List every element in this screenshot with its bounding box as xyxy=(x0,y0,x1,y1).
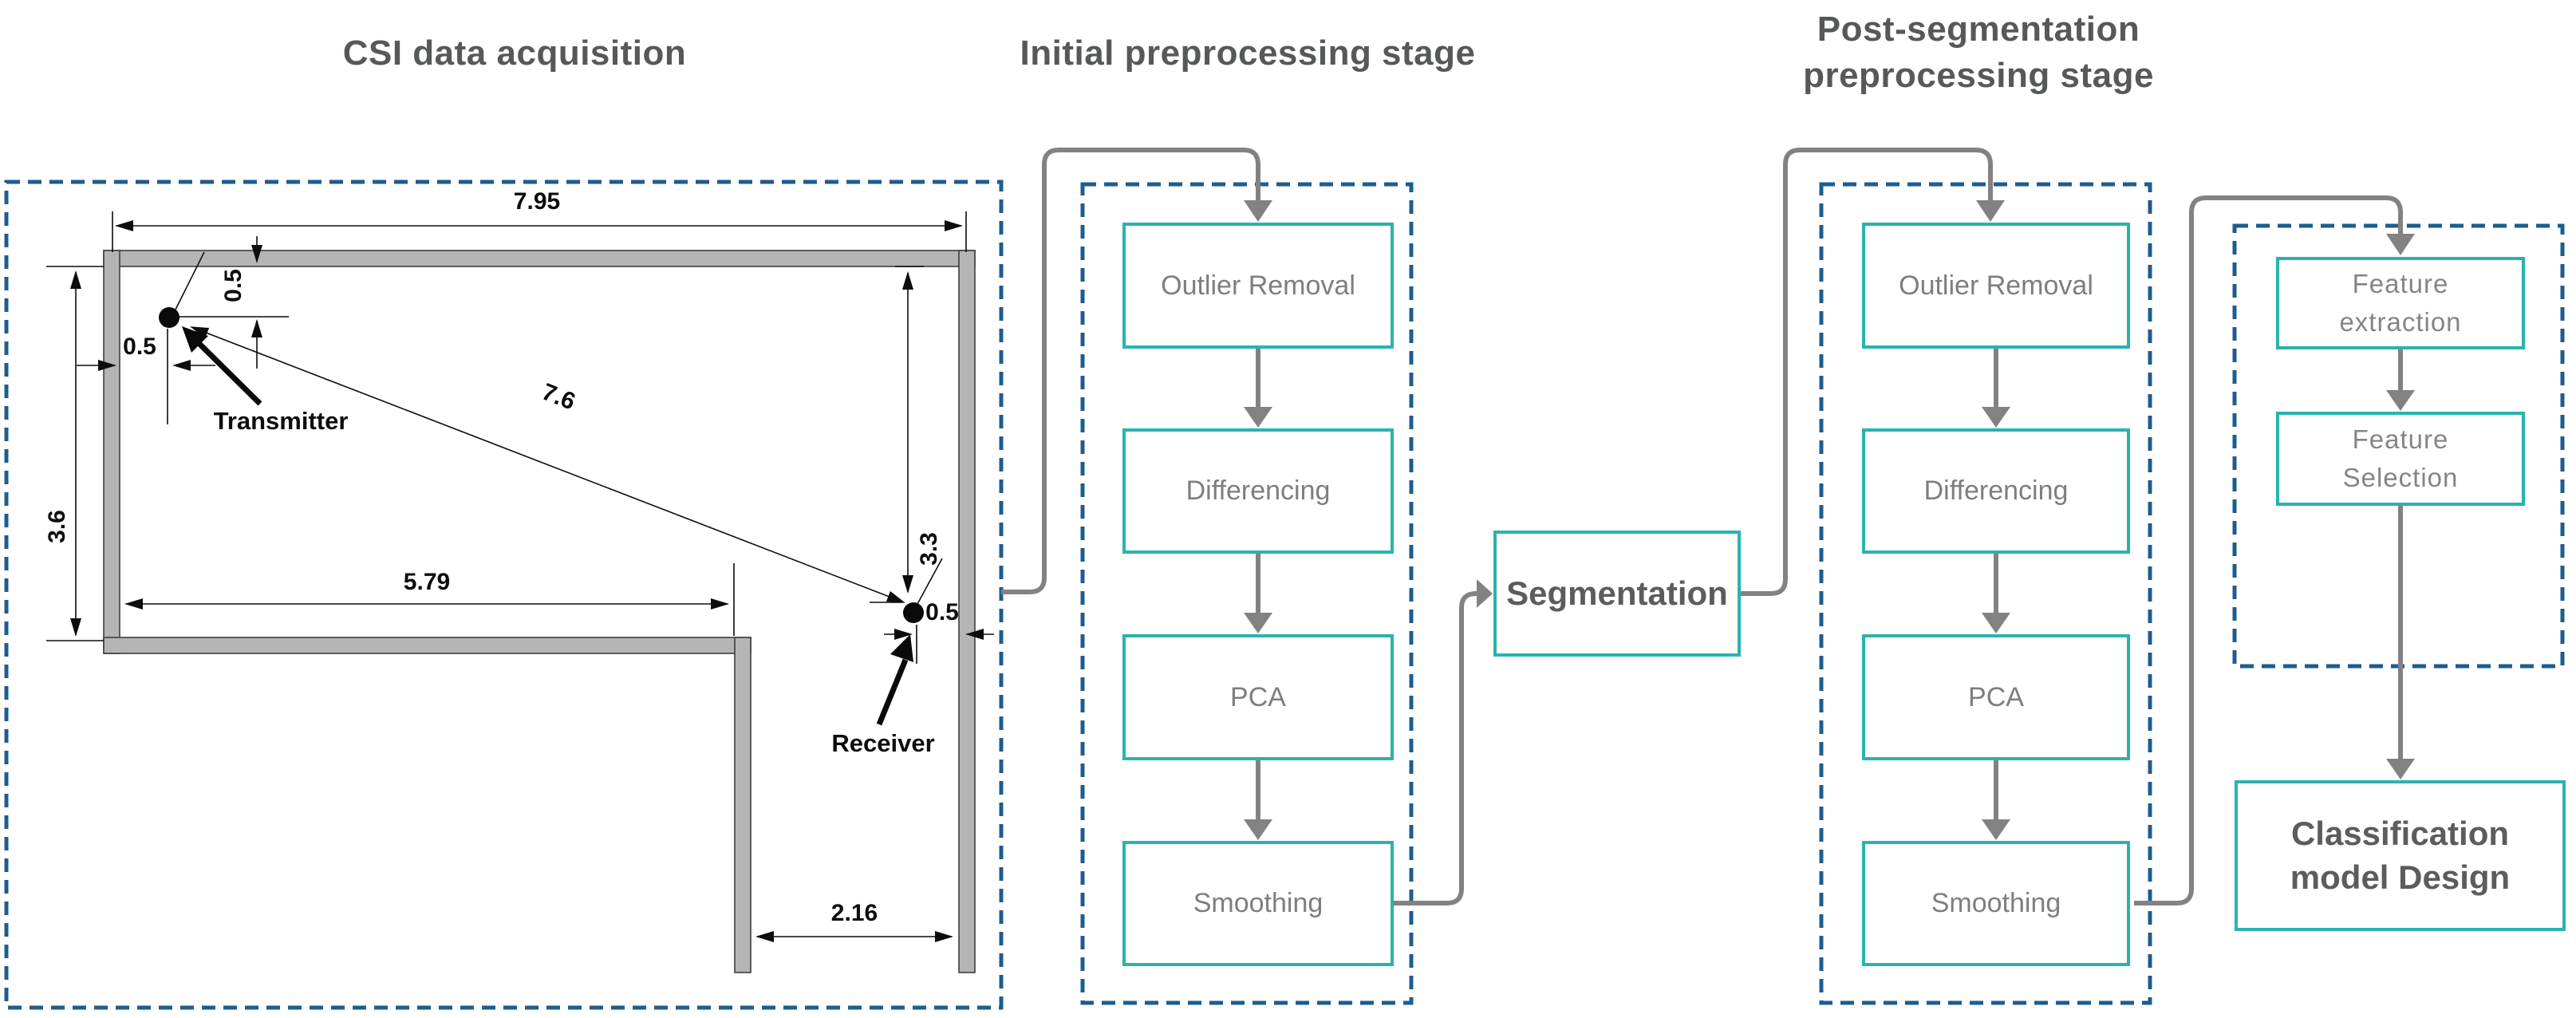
feature-selection-line1: Feature xyxy=(2352,424,2449,455)
arrowhead-initial-differencing-icon xyxy=(1244,407,1272,428)
classification-line2: model Design xyxy=(2290,858,2511,896)
classification-text: Classification model Design xyxy=(2290,812,2510,899)
dim-label-tx-offset-x: 0.5 xyxy=(123,333,156,360)
room-walls xyxy=(103,250,976,973)
dim-label-tx-offset-y: 0.5 xyxy=(220,269,247,302)
receiver-dot xyxy=(903,602,924,623)
initial-step-smoothing: Smoothing xyxy=(1122,841,1394,966)
transmitter-dot xyxy=(159,307,179,328)
flow-connectors xyxy=(1001,148,2403,906)
feature-extraction-text: Feature extraction xyxy=(2339,265,2461,341)
initial-stage-frame xyxy=(1080,182,1414,1005)
wall-inner-vertical xyxy=(734,637,751,973)
wall-bottom-left xyxy=(103,637,751,654)
post-step-differencing: Differencing xyxy=(1862,428,2130,554)
wall-right xyxy=(958,250,976,973)
arrowhead-into-initial-outlier-icon xyxy=(1244,200,1272,222)
dim-rx-leader xyxy=(917,558,943,605)
transmitter-label: Transmitter xyxy=(213,407,349,435)
feature-selection-box: Feature Selection xyxy=(2276,412,2525,506)
transmitter-pointer-line xyxy=(195,339,262,406)
acquisition-title: CSI data acquisition xyxy=(342,34,687,73)
receiver-pointer-line xyxy=(876,658,909,726)
arrowhead-post-pca-icon xyxy=(1982,613,2010,633)
feature-selection-text: Feature Selection xyxy=(2343,420,2459,497)
connector-post-to-features xyxy=(2134,195,2403,906)
dimension-lines xyxy=(46,211,994,942)
post-step-pca: PCA xyxy=(1862,634,2130,760)
initial-step-outlier-removal: Outlier Removal xyxy=(1122,223,1394,349)
arrowhead-post-differencing-icon xyxy=(1982,407,2010,428)
dim-label-right-height: 3.3 xyxy=(916,532,942,566)
receiver-pointer-arrowhead-icon xyxy=(890,634,913,662)
post-stage-title-line1: Post-segmentation xyxy=(1817,10,2140,49)
dim-label-rx-offset: 0.5 xyxy=(925,599,959,625)
dim-label-top-width: 7.95 xyxy=(513,188,561,215)
post-stage-title-line2: preprocessing stage xyxy=(1803,56,2154,96)
initial-stage-title: Initial preprocessing stage xyxy=(1020,34,1476,73)
transmitter-pointer-arrowhead-icon xyxy=(182,326,208,353)
post-stage-frame xyxy=(1819,182,2152,1005)
feature-extraction-line1: Feature xyxy=(2352,269,2449,299)
acquisition-frame xyxy=(4,180,1004,1010)
arrowhead-into-feature-extraction-icon xyxy=(2386,234,2415,255)
connector-acquisition-to-initial xyxy=(1001,148,1260,594)
post-step-smoothing: Smoothing xyxy=(1862,841,2130,966)
arrowhead-initial-pca-icon xyxy=(1244,613,1272,633)
post-stage-title: Post-segmentation preprocessing stage xyxy=(1699,6,2258,99)
connector-segmentation-to-post xyxy=(1741,148,1993,596)
arrowhead-feature-selection-icon xyxy=(2386,390,2415,411)
dim-line-diagonal xyxy=(190,326,905,603)
initial-step-pca: PCA xyxy=(1122,634,1394,760)
dim-tx-leader xyxy=(175,251,205,310)
classification-line1: Classification xyxy=(2290,814,2510,852)
arrowhead-post-smoothing-icon xyxy=(1982,819,2010,840)
dim-label-door-gap: 2.16 xyxy=(830,900,878,926)
flow-arrowheads xyxy=(1244,200,2415,840)
arrowhead-initial-smoothing-icon xyxy=(1244,819,1272,840)
arrowhead-classification-icon xyxy=(2386,759,2415,779)
arrowhead-into-post-outlier-icon xyxy=(1976,200,2005,222)
dim-label-left-height: 3.6 xyxy=(44,510,70,543)
receiver-label: Receiver xyxy=(831,729,935,757)
post-step-outlier-removal: Outlier Removal xyxy=(1862,223,2130,349)
antenna-markers xyxy=(159,307,924,726)
dim-label-bottom-span: 5.79 xyxy=(403,569,451,595)
feature-extraction-box: Feature extraction xyxy=(2276,257,2525,349)
arrowhead-into-segmentation-icon xyxy=(1477,579,1493,608)
segmentation-box: Segmentation xyxy=(1493,531,1741,657)
connector-smoothing-to-segmentation xyxy=(1394,591,1477,906)
wall-left xyxy=(103,250,120,654)
feature-extraction-line2: extraction xyxy=(2339,307,2462,337)
initial-step-differencing: Differencing xyxy=(1122,428,1394,554)
feature-selection-line2: Selection xyxy=(2342,463,2459,492)
classification-box: Classification model Design xyxy=(2235,780,2566,931)
